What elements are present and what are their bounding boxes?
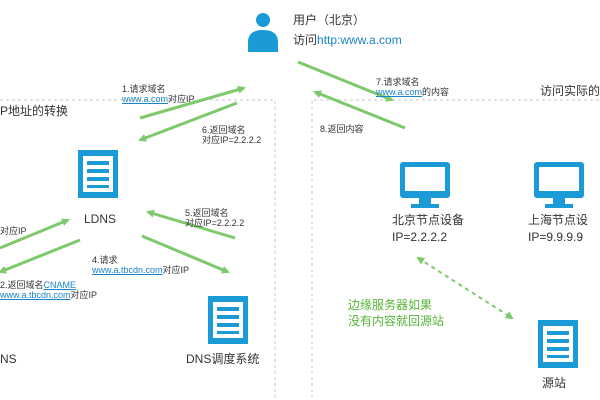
left-region-border xyxy=(0,99,276,398)
right-region-title: 访问实际的 xyxy=(540,84,600,98)
step1-detail: www.a.com对应IP xyxy=(122,94,195,105)
visit-line: 访问http:www.a.com xyxy=(293,33,402,47)
step3-text: 对应IP xyxy=(0,226,27,236)
step7-suffix: 的内容 xyxy=(422,87,450,97)
ldns-label: LDNS xyxy=(84,212,117,226)
arrow-origin-fetch xyxy=(416,256,514,320)
server-icon-dns-scheduler xyxy=(208,296,248,344)
arrow-step5 xyxy=(146,209,236,240)
step5-value: 对应IP=2.2.2.2 xyxy=(185,218,245,228)
monitor-icon-shanghai xyxy=(534,162,584,208)
beijing-node-name: 北京节点设备 xyxy=(392,213,465,227)
step7-title: 7.请求域名 xyxy=(376,77,420,87)
left-region-title: P地址的转换 xyxy=(0,104,69,118)
step2-detail: www.a.tbcdn.com对应IP xyxy=(0,290,97,301)
arrow-step2 xyxy=(0,238,81,274)
monitor-icon-beijing xyxy=(400,162,450,208)
step4-title: 4.请求 xyxy=(92,255,118,265)
step6-value: 对应IP=2.2.2.2 xyxy=(202,135,262,145)
step2-title-line: 2.返回域名CNAME xyxy=(0,280,76,291)
origin-label: 源站 xyxy=(542,376,567,390)
beijing-node-ip: IP=2.2.2.2 xyxy=(392,230,448,244)
visit-prefix: 访问 xyxy=(293,33,318,47)
step5-title: 5.返回域名 xyxy=(185,208,229,218)
step1-suffix: 对应IP xyxy=(168,94,195,104)
server-icon-ldns xyxy=(78,150,118,198)
arrow-step6 xyxy=(138,101,238,142)
step2-suffix: 对应IP xyxy=(70,290,98,300)
shanghai-node-name: 上海节点设 xyxy=(528,213,589,227)
visit-url[interactable]: http:www.a.com xyxy=(317,33,402,47)
arrow-step3 xyxy=(0,218,70,250)
step1-link[interactable]: www.a.com xyxy=(122,94,169,104)
step4-link[interactable]: www.a.tbcdn.com xyxy=(92,265,163,275)
arrow-step1 xyxy=(139,85,246,120)
step7-detail: www.a.com的内容 xyxy=(376,87,449,98)
step7-link[interactable]: www.a.com xyxy=(376,87,423,97)
user-icon xyxy=(248,13,278,52)
step2-link[interactable]: www.a.tbcdn.com xyxy=(0,290,71,300)
step8-title: 8.返回内容 xyxy=(320,124,364,134)
shanghai-node-ip: IP=9.9.9.9 xyxy=(528,230,584,244)
step2-cname[interactable]: CNAME xyxy=(43,280,77,290)
arrow-step7 xyxy=(297,60,394,102)
step4-detail: www.a.tbcdn.com对应IP xyxy=(92,265,189,276)
step4-suffix: 对应IP xyxy=(162,265,190,275)
edge-note-line2: 没有内容就回源站 xyxy=(348,314,445,328)
arrow-step8 xyxy=(313,90,406,130)
step2-title: 2.返回域名 xyxy=(0,280,44,290)
server-icon-origin xyxy=(538,320,578,368)
step6-title: 6.返回域名 xyxy=(202,125,246,135)
dns-scheduler-label: DNS调度系统 xyxy=(186,352,260,366)
arrow-step4 xyxy=(141,234,230,274)
user-label: 用户（北京） xyxy=(293,13,366,27)
partial-dns-label: NS xyxy=(0,352,17,366)
edge-note-line1: 边缘服务器如果 xyxy=(348,298,433,312)
step1-title: 1.请求域名 xyxy=(122,84,166,94)
